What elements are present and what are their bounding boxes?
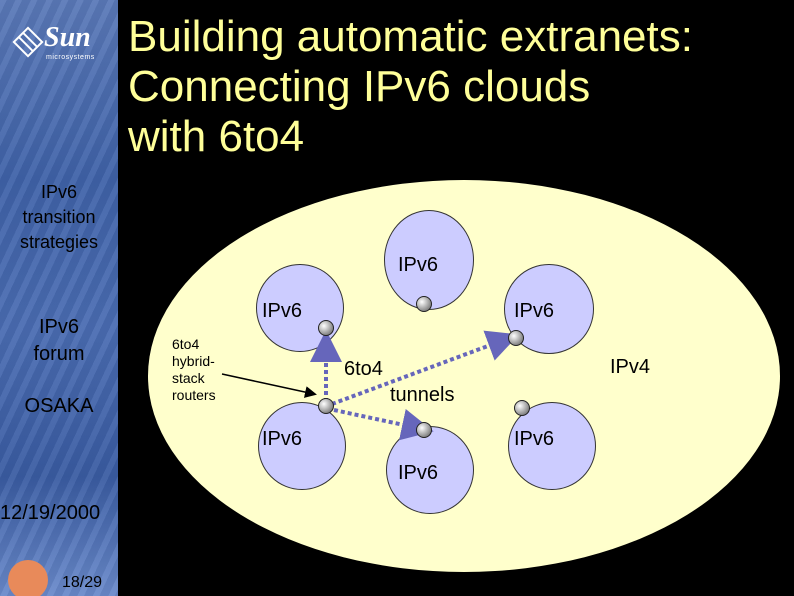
page-number: 18/29	[62, 574, 103, 591]
router-note-line: 6to4	[172, 336, 200, 352]
sidebar: Sun microsystems IPv6 transition strateg…	[0, 0, 118, 596]
router-icon	[416, 296, 432, 312]
ipv6-cloud-bottom	[386, 426, 474, 514]
tunnel-arrow	[331, 330, 519, 406]
cloud-label: IPv6	[262, 428, 303, 450]
router-note-line: routers	[172, 387, 216, 403]
router-note-line: hybrid-	[172, 353, 215, 369]
sidebar-circle-icon	[8, 560, 48, 596]
tunnel-label: 6to4	[344, 358, 383, 380]
title-line: with 6to4	[128, 112, 305, 161]
sidebar-date: 12/19/2000	[0, 502, 101, 524]
sidebar-event: IPv6 forum	[0, 314, 118, 368]
router-note: 6to4 hybrid- stack routers	[172, 336, 216, 404]
title-line: Building automatic extranets:	[128, 12, 693, 61]
slide-title: Building automatic extranets: Connecting…	[128, 12, 693, 162]
sidebar-section-line: IPv6	[40, 182, 78, 202]
cloud-label: IPv6	[398, 462, 439, 484]
cloud-label: IPv6	[514, 300, 555, 322]
sidebar-section-title: IPv6 transition strategies	[0, 180, 118, 255]
title-line: Connecting IPv6 clouds	[128, 62, 591, 111]
sidebar-event-line: forum	[33, 343, 85, 365]
router-icon	[508, 330, 524, 346]
cloud-label: IPv6	[398, 254, 439, 276]
sidebar-city: OSAKA	[24, 395, 94, 417]
sidebar-texture	[0, 0, 118, 596]
router-icon	[318, 320, 334, 336]
pointer-arrow	[221, 373, 317, 398]
router-icon	[318, 398, 334, 414]
sidebar-section-line: strategies	[19, 232, 99, 252]
router-icon	[416, 422, 432, 438]
sidebar-section-line: transition	[22, 207, 96, 227]
ipv6-cloud-lower-right	[508, 402, 596, 490]
tunnel-arrow	[333, 408, 434, 441]
ipv4-label: IPv4	[610, 356, 651, 378]
ipv6-cloud-lower-left	[258, 402, 346, 490]
logo-wordmark: Sun	[44, 22, 91, 53]
cloud-label: IPv6	[514, 428, 555, 450]
router-icon	[514, 400, 530, 416]
logo-subtext: microsystems	[46, 54, 95, 61]
sun-logo-icon	[12, 26, 44, 58]
sidebar-event-line: IPv6	[38, 316, 80, 338]
router-note-line: stack	[172, 370, 205, 386]
tunnel-label: tunnels	[390, 384, 455, 406]
cloud-label: IPv6	[262, 300, 303, 322]
